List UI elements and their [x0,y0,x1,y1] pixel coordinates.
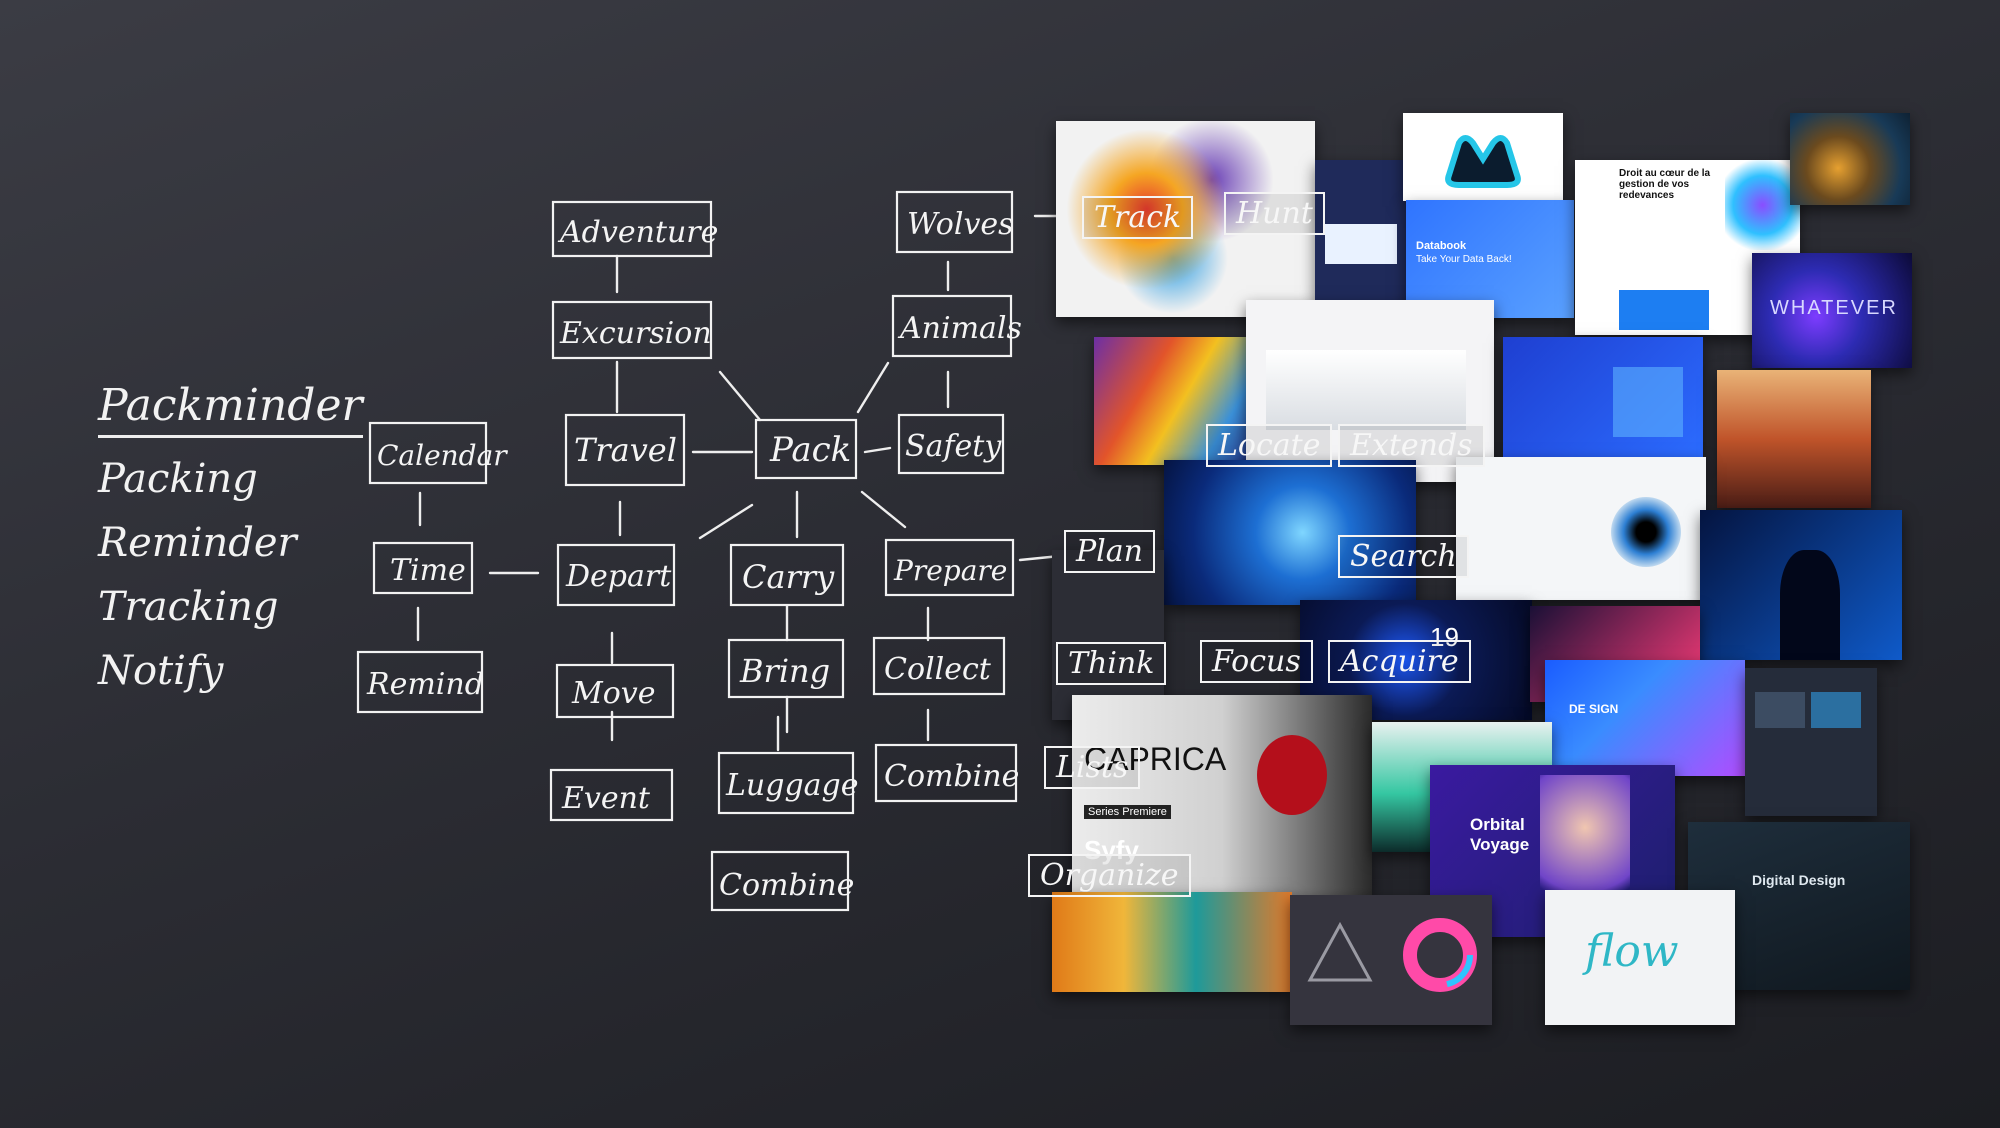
feature-notify: Notify [98,648,224,694]
dark-ui-panel-tile [1052,550,1164,720]
webpage-mockup-tile [1315,160,1407,302]
overlay-search: Search [1338,535,1469,578]
node-event: Event [549,768,674,822]
design-label: DE SIGN [1569,702,1619,716]
app-title-block: Packminder Packing Reminder Tracking Not… [98,380,363,694]
flow-lettering-tile: flow [1545,890,1735,1025]
node-combine-right: Combine [874,743,1019,803]
overlay-organize: Organize [1028,854,1191,897]
node-excursion: Excursion [551,300,713,360]
orbital-label: Orbital [1470,815,1525,834]
overlay-acquire: Acquire [1328,640,1471,683]
svg-text:Combine: Combine [719,868,854,903]
node-animals: Animals [891,294,1022,358]
caprica-poster-tile: CAPRICA Series Premiere Syfy [1072,695,1372,895]
node-adventure: Adventure [551,200,718,258]
databook-title: Databook [1416,240,1467,252]
node-safety: Safety [897,413,1005,475]
svg-text:Travel: Travel [574,431,677,469]
syfy-logo: Syfy [1084,835,1139,865]
node-carry: Carry [729,543,845,607]
feature-reminder: Reminder [98,520,297,566]
number-19: 19 [1430,622,1459,652]
voyage-label: Voyage [1470,835,1530,854]
node-move: Move [555,663,675,719]
brain-circuit-tile [1164,460,1416,605]
node-pack: Pack [754,418,858,480]
svg-text:Event: Event [561,781,651,816]
node-combine-left: Combine [710,850,854,912]
droit-title: Droit au cœur de la gestion de vos redev… [1619,168,1711,201]
overlay-locate: Locate [1206,424,1333,467]
white-landing-tile [1246,300,1494,482]
dark-dashboard-tile [1745,668,1877,816]
node-depart: Depart [556,543,676,607]
svg-text:Animals: Animals [897,311,1022,346]
svg-text:Luggage: Luggage [725,768,859,803]
node-prepare: Prepare [884,538,1015,597]
svg-text:Wolves: Wolves [907,207,1014,242]
design-gradient-tile: DE SIGN [1545,660,1745,776]
svg-text:Bring: Bring [739,652,830,690]
triangle-logo-tile [1290,895,1492,1025]
whatever-tile: WHATEVER [1752,253,1912,368]
node-luggage: Luggage [717,751,859,815]
series-premiere-label: Series Premiere [1084,805,1171,819]
svg-text:Adventure: Adventure [557,215,718,250]
m-logo-tile [1403,113,1563,201]
flow-lettering: flow [1585,926,1679,977]
overlay-extends: Extends [1338,424,1485,467]
svg-text:Carry: Carry [742,558,835,596]
silhouette-tile [1700,510,1902,660]
overlay-track: Track [1082,196,1194,239]
whatever-label: WHATEVER [1770,297,1898,319]
node-collect: Collect [872,636,1006,696]
node-time: Time [372,541,474,595]
feature-tracking: Tracking [98,584,279,630]
svg-text:Prepare: Prepare [893,554,1007,587]
node-wolves: Wolves [895,190,1014,254]
svg-text:Time: Time [390,553,466,588]
digital-design-label: Digital Design [1752,872,1846,888]
triangle-icon [1307,918,1477,992]
overlay-hunt: Hunt [1224,192,1325,235]
databook-tile: Databook Take Your Data Back! [1406,200,1574,318]
node-remind: Remind [356,650,484,714]
databook-subtitle: Take Your Data Back! [1416,254,1512,265]
tree-painting-tile [1094,337,1248,465]
feature-packing: Packing [98,456,258,502]
overlay-think: Think [1056,642,1167,685]
node-bring: Bring [727,638,845,699]
node-calendar: Calendar [368,421,508,485]
eye-photo-tile [1456,457,1706,600]
droit-website-tile: Droit au cœur de la gestion de vos redev… [1575,160,1800,335]
abstract-painting-tile [1056,121,1315,317]
svg-text:Combine: Combine [884,759,1019,794]
svg-text:Pack: Pack [769,430,851,470]
svg-text:Depart: Depart [565,559,672,594]
svg-text:Excursion: Excursion [559,316,712,351]
sea-painting-tile [1790,113,1910,205]
svg-text:Safety: Safety [905,429,1002,464]
blue-website-tile [1503,337,1703,459]
node-travel: Travel [564,413,686,487]
svg-text:Remind: Remind [366,667,484,702]
portrait-painting-tile [1717,370,1871,508]
svg-text:Collect: Collect [884,652,992,687]
overlay-plan: Plan [1064,530,1155,573]
overlay-lists: Lists [1044,746,1141,789]
svg-text:Move: Move [571,676,655,711]
m-logo-icon [1445,135,1521,188]
svg-text:Calendar: Calendar [377,439,508,472]
abstract-orange-teal-tile [1052,892,1292,992]
app-title: Packminder [98,380,363,438]
overlay-focus: Focus [1200,640,1313,683]
